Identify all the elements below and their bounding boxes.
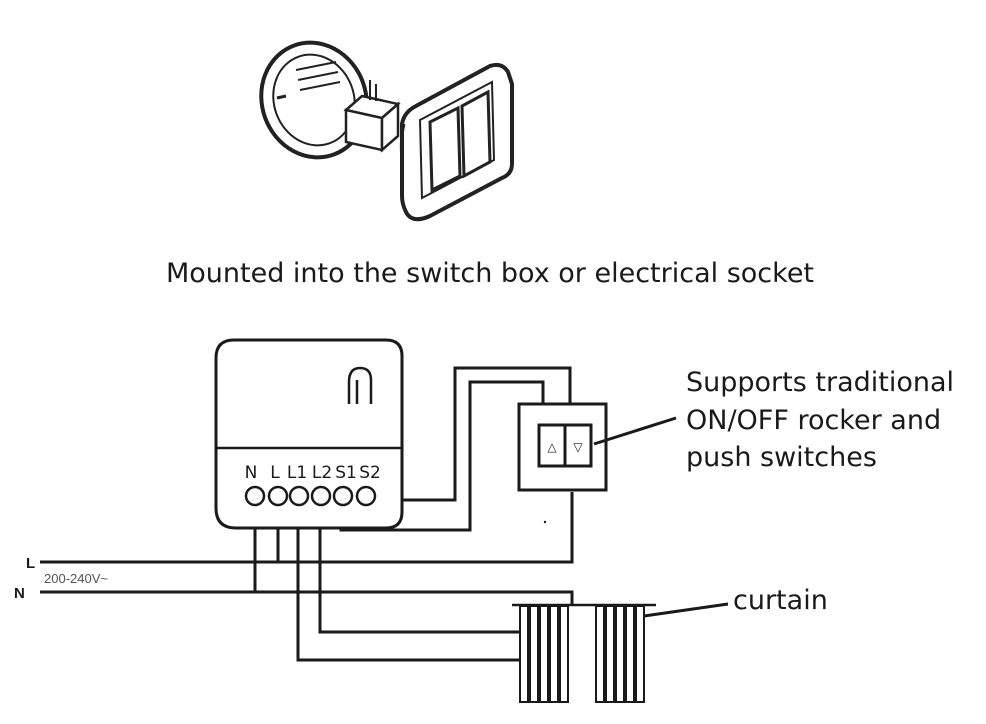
- curtain-icon: [512, 603, 656, 703]
- terminal-label-n: N: [245, 463, 258, 483]
- curtain-pointer: [643, 602, 729, 618]
- up-button-icon: △: [547, 440, 557, 454]
- l2-motor-wire: [318, 500, 526, 634]
- live-label: L: [26, 555, 35, 572]
- neutral-wire: [40, 590, 574, 604]
- switch-plate-icon: [399, 62, 514, 222]
- terminal-label-s2: S2: [359, 463, 381, 483]
- antenna-icon: [347, 366, 373, 404]
- wall-switch: △ ▽: [517, 402, 608, 524]
- switch-note-line2: ON/OFF rocker and: [686, 405, 941, 436]
- smart-module: N L L1 L2 S1 S2: [214, 338, 404, 530]
- neutral-label: N: [14, 585, 25, 602]
- voltage-label: 200-240V~: [44, 571, 108, 586]
- switch-note-line1: Supports traditional: [686, 367, 954, 398]
- mount-caption: Mounted into the switch box or electrica…: [166, 258, 814, 289]
- mounting-illustration: [259, 40, 514, 222]
- terminal-label-l: L: [270, 463, 280, 483]
- switch-note-pointer: [593, 416, 677, 446]
- s2-switch-wire: [366, 366, 572, 502]
- switch-note-line3: push switches: [686, 442, 877, 473]
- wall-box-icon: [259, 40, 369, 160]
- terminal-screws: [244, 485, 377, 507]
- terminal-label-l2: L2: [312, 463, 332, 483]
- curtain-label: curtain: [733, 585, 828, 616]
- down-button-icon: ▽: [573, 440, 583, 454]
- terminal-label-l1: L1: [287, 463, 307, 483]
- live-wire: [40, 492, 574, 564]
- smart-module-icon: [343, 80, 401, 153]
- terminal-label-s1: S1: [335, 463, 357, 483]
- l1-motor-wire: [296, 500, 526, 662]
